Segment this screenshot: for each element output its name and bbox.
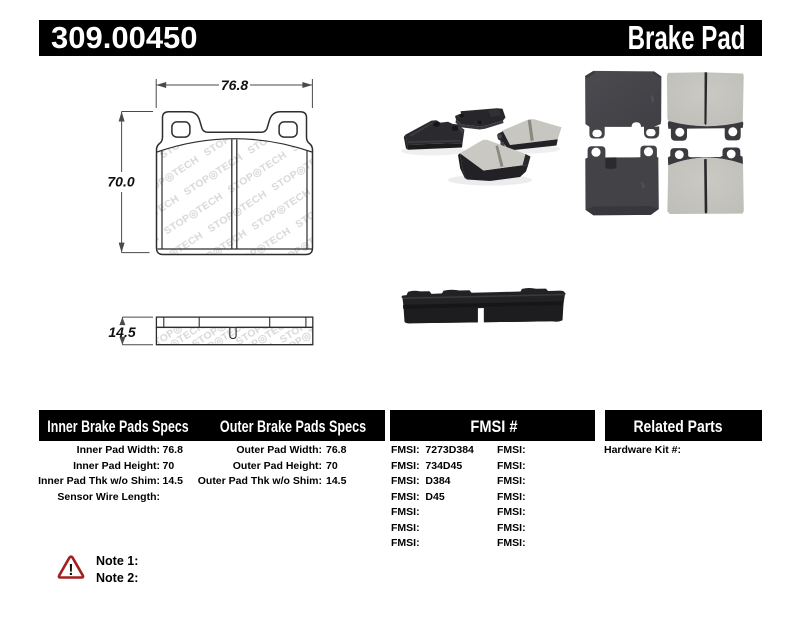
svg-text:70.0: 70.0 <box>107 174 134 190</box>
svg-text:76.8: 76.8 <box>221 77 248 93</box>
svg-text:!: ! <box>68 562 73 579</box>
svg-text:14.5: 14.5 <box>108 324 135 340</box>
